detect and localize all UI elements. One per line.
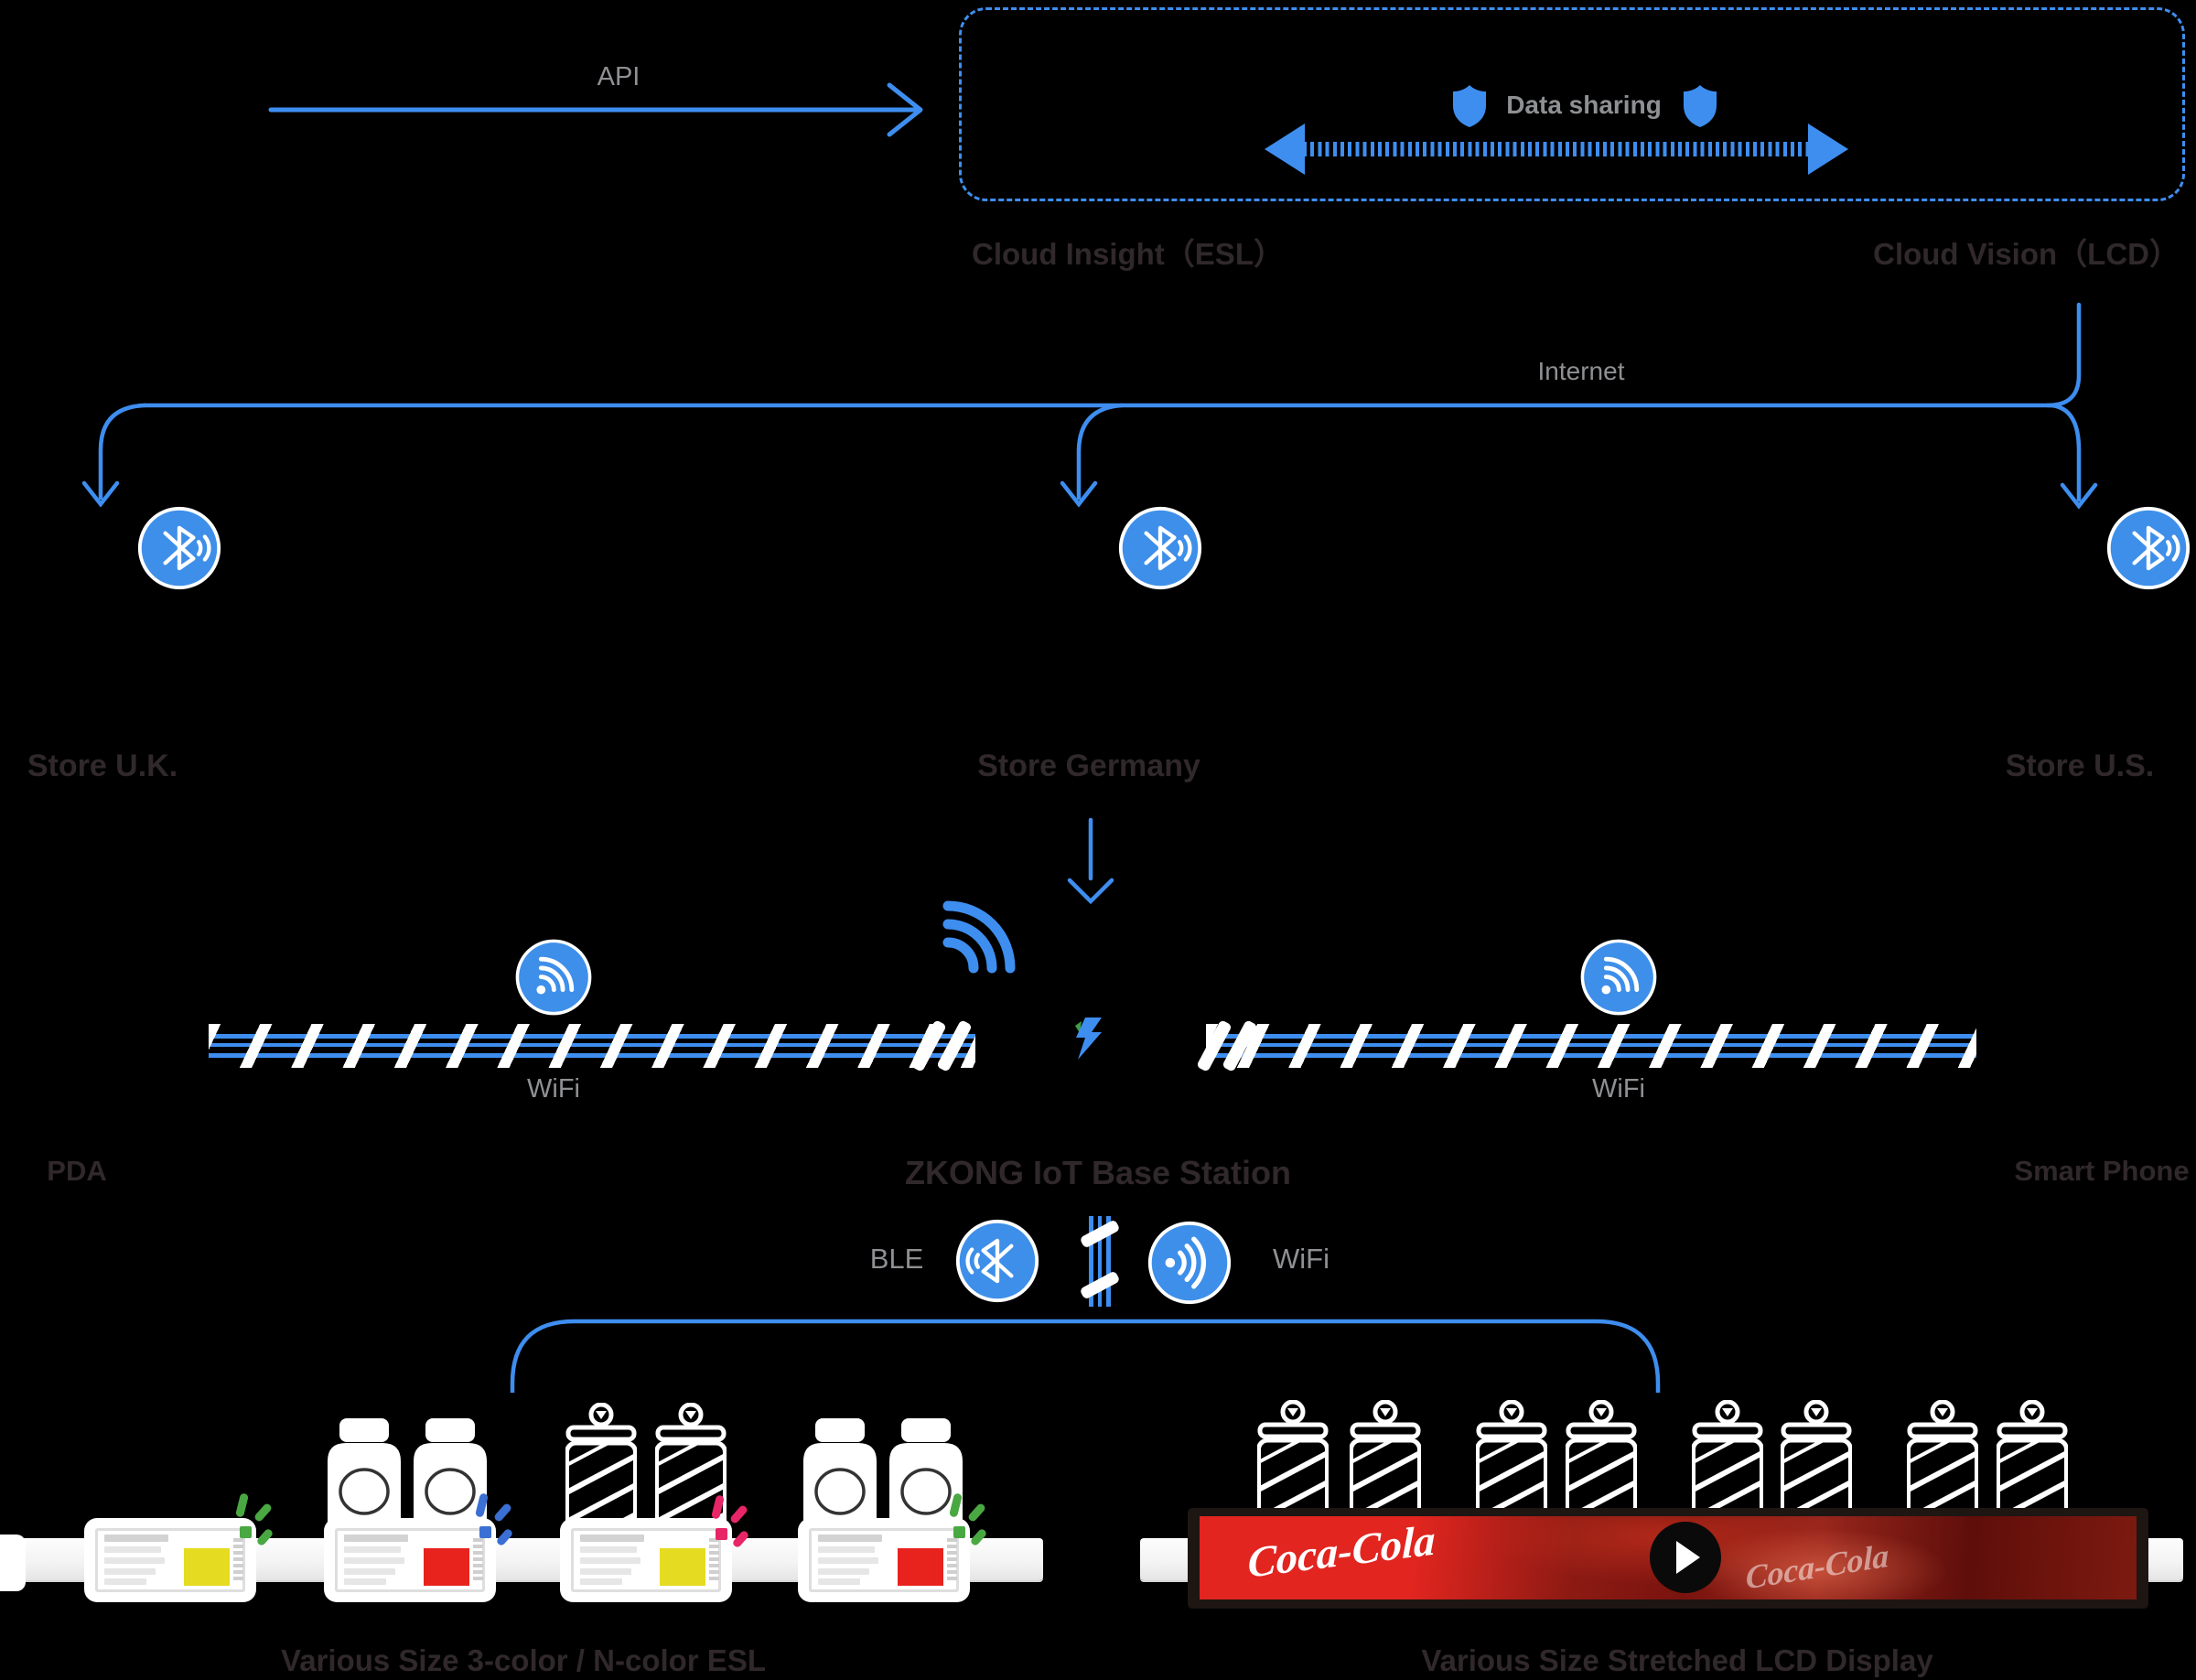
play-button-icon — [1650, 1522, 1721, 1593]
internet-label: Internet — [1537, 357, 1625, 385]
bluetooth-icon — [2104, 504, 2192, 592]
esl-caption: Various Size 3-color / N-color ESL — [281, 1643, 766, 1677]
cable-left — [209, 1024, 975, 1068]
cable-right — [1206, 1024, 1976, 1068]
coca-cola-logo: Coca-Cola — [1247, 1516, 1436, 1588]
esl-color-block — [898, 1548, 943, 1586]
bluetooth-icon — [135, 504, 223, 592]
arrow-left-head — [1265, 124, 1305, 175]
data-sharing-label: Data sharing — [1506, 91, 1662, 119]
esl-tag — [560, 1518, 732, 1602]
shelf-bracket — [510, 1319, 1661, 1393]
wifi-circle-icon — [1580, 939, 1657, 1016]
wifi-bs-icon — [1147, 1221, 1232, 1305]
api-label: API — [597, 62, 640, 92]
esl-screen — [335, 1528, 485, 1592]
esl-screen — [95, 1528, 245, 1592]
arrow-right-head — [1808, 124, 1848, 175]
base-station-title: ZKONG IoT Base Station — [904, 1154, 1292, 1191]
germany-down-arrow — [1067, 817, 1114, 905]
cloud-insight-label: Cloud Insight（ESL） — [972, 237, 1284, 271]
shield-icon — [1453, 85, 1486, 127]
stretched-lcd-display: Coca-Cola Coca-Cola — [1188, 1508, 2148, 1609]
cloud-platform-box — [959, 7, 2185, 201]
zkong-logo-icon — [1075, 1018, 1102, 1060]
esl-tag — [84, 1518, 256, 1602]
wifi-right-label: WiFi — [1592, 1074, 1645, 1104]
esl-tag-partial — [0, 1535, 26, 1591]
ble-label: BLE — [869, 1243, 924, 1275]
smart-phone-label: Smart Phone — [2014, 1155, 2190, 1187]
lcd-screen: Coca-Cola Coca-Cola — [1200, 1516, 2137, 1599]
wifi-left-label: WiFi — [527, 1074, 580, 1104]
esl-color-block — [660, 1548, 705, 1586]
pda-label: PDA — [47, 1155, 107, 1187]
data-sharing-arrow-icon — [1265, 124, 1848, 175]
esl-screen — [571, 1528, 721, 1592]
coca-cola-logo-faint: Coca-Cola — [1745, 1536, 1889, 1597]
wifi-circle-icon — [515, 939, 592, 1016]
tag-clip — [948, 1492, 992, 1547]
esl-color-block — [184, 1548, 230, 1586]
api-arrow — [268, 82, 923, 137]
tag-clip — [234, 1492, 278, 1547]
base-station-signal-icon — [942, 900, 1016, 974]
store-germany-label: Store Germany — [977, 748, 1200, 783]
tag-clip — [710, 1493, 754, 1549]
lcd-caption: Various Size Stretched LCD Display — [1421, 1643, 1933, 1677]
esl-tag — [324, 1518, 496, 1602]
esl-tag — [798, 1518, 970, 1602]
arrow-stripes — [1303, 142, 1810, 156]
cloud-vision-label: Cloud Vision（LCD） — [1873, 237, 2180, 271]
shield-icon — [1684, 85, 1717, 127]
bluetooth-icon — [1116, 504, 1204, 592]
store-us-label: Store U.S. — [2005, 748, 2155, 783]
internet-lines — [81, 302, 2098, 510]
bluetooth-ble-icon — [953, 1217, 1041, 1305]
wifi-bs-label: WiFi — [1273, 1243, 1329, 1275]
store-uk-label: Store U.K. — [27, 748, 178, 783]
tag-clip — [474, 1492, 518, 1547]
esl-color-block — [424, 1548, 469, 1586]
esl-screen — [809, 1528, 959, 1592]
